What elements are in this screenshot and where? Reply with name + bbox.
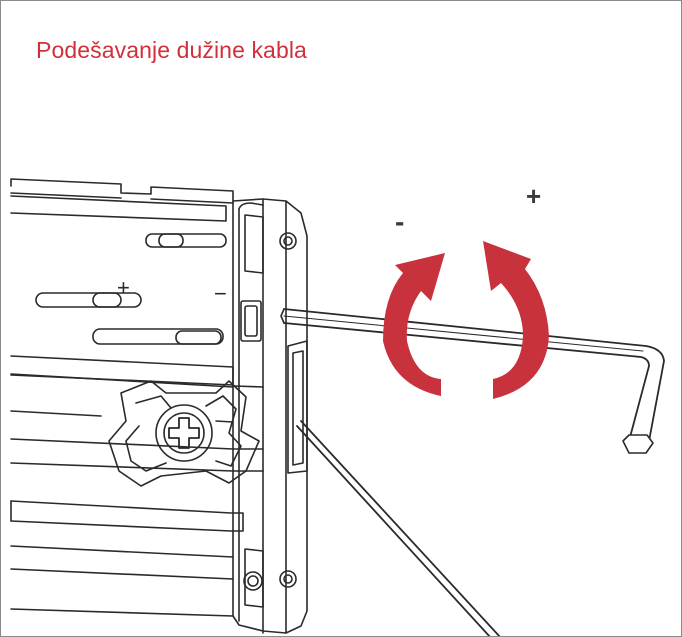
steel-cable — [296, 420, 501, 636]
phillips-screw-icon — [168, 417, 200, 449]
bracket-markings: + − — [117, 275, 227, 306]
side-clip — [287, 340, 308, 474]
counterclockwise-arrow-icon — [383, 253, 445, 396]
adjustment-slots — [35, 233, 262, 345]
hex-key-icon — [280, 308, 665, 454]
screw-boss — [108, 380, 260, 487]
page-title: Podešavanje dužine kabla — [36, 37, 307, 63]
clockwise-arrow-icon — [483, 241, 549, 399]
lengthen-label: + — [526, 181, 542, 211]
bracket-ribs — [10, 195, 264, 580]
bracket-minus-mark: − — [214, 281, 227, 306]
bracket-plus-mark: + — [117, 275, 130, 300]
shorten-label: - — [395, 206, 405, 237]
